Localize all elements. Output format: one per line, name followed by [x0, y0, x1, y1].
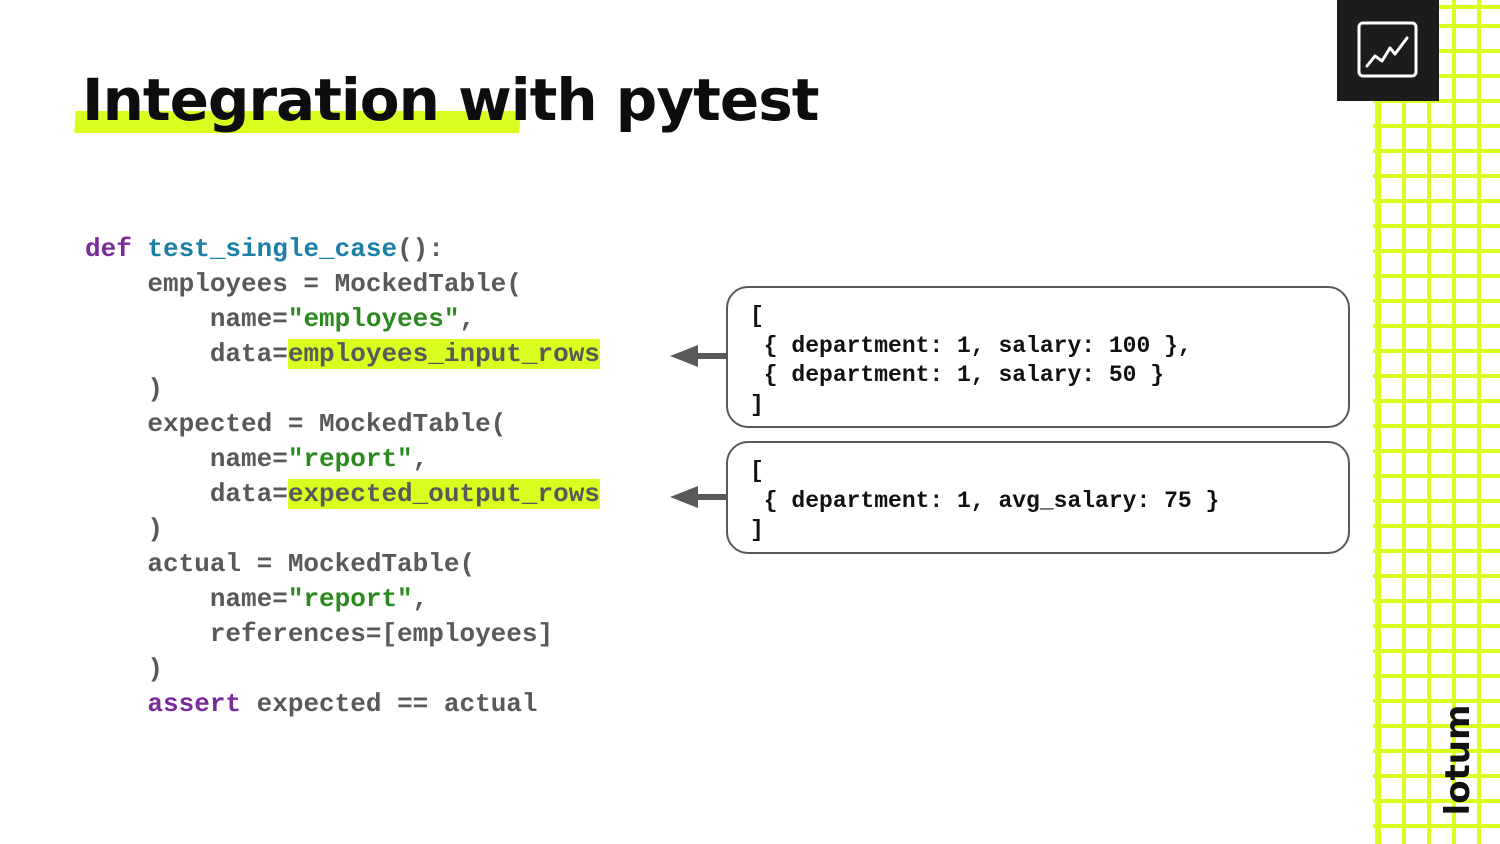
json-line: { department: 1, salary: 50 }	[750, 362, 1165, 388]
json-line: ]	[750, 517, 764, 543]
code-text: expected == actual	[241, 689, 538, 719]
code-line-10: actual = MockedTable(	[85, 549, 476, 579]
code-line-4: data=employees_input_rows	[85, 339, 600, 369]
code-line-9: )	[85, 514, 164, 544]
line-chart-icon	[1357, 21, 1418, 78]
arrow-input-icon	[670, 345, 728, 367]
string-literal: "employees"	[287, 304, 460, 334]
code-line-5: )	[85, 374, 164, 404]
json-line: [	[750, 458, 764, 484]
code-text: ,	[459, 304, 476, 334]
code-line-3: name="employees",	[85, 304, 475, 334]
output-rows-content: [ { department: 1, avg_salary: 75 } ]	[750, 457, 1348, 546]
code-text: name=	[85, 444, 288, 474]
code-punctuation: ():	[397, 234, 444, 264]
highlighted-output-rows: expected_output_rows	[287, 479, 600, 509]
code-text: ,	[412, 584, 429, 614]
json-line: { department: 1, avg_salary: 75 }	[750, 487, 1220, 514]
keyword-def: def	[85, 234, 132, 264]
json-line: { department: 1, salary: 100 },	[750, 332, 1192, 359]
code-text: ,	[412, 444, 429, 474]
decorative-grid	[1373, 0, 1500, 844]
code-line-12: references=[employees]	[85, 619, 554, 649]
string-literal: "report"	[287, 584, 413, 614]
code-text: name=	[85, 584, 288, 614]
code-indent	[85, 689, 147, 719]
highlighted-input-rows: employees_input_rows	[287, 339, 600, 369]
code-line-13: )	[85, 654, 164, 684]
input-rows-box: [ { department: 1, salary: 100 }, { depa…	[726, 286, 1350, 428]
code-text: data=	[85, 339, 288, 369]
keyword-assert: assert	[147, 689, 242, 719]
code-line-2: employees = MockedTable(	[85, 269, 522, 299]
code-line-1: def test_single_case():	[85, 234, 444, 264]
function-name: test_single_case	[147, 234, 398, 264]
code-line-14: assert expected == actual	[85, 689, 538, 719]
page-title: Integration with pytest	[82, 66, 819, 134]
input-rows-content: [ { department: 1, salary: 100 }, { depa…	[750, 302, 1348, 420]
lotum-logo: lotum	[1438, 704, 1478, 816]
code-text: data=	[85, 479, 288, 509]
string-literal: "report"	[287, 444, 413, 474]
code-block: def test_single_case(): employees = Mock…	[85, 232, 600, 722]
output-rows-box: [ { department: 1, avg_salary: 75 } ]	[726, 441, 1350, 554]
code-text: name=	[85, 304, 288, 334]
json-line: ]	[750, 391, 764, 418]
code-line-8: data=expected_output_rows	[85, 479, 600, 509]
json-line: [	[750, 303, 764, 329]
code-line-7: name="report",	[85, 444, 428, 474]
code-line-6: expected = MockedTable(	[85, 409, 507, 439]
arrow-output-icon	[670, 486, 728, 508]
code-line-11: name="report",	[85, 584, 428, 614]
chart-badge	[1337, 0, 1439, 101]
